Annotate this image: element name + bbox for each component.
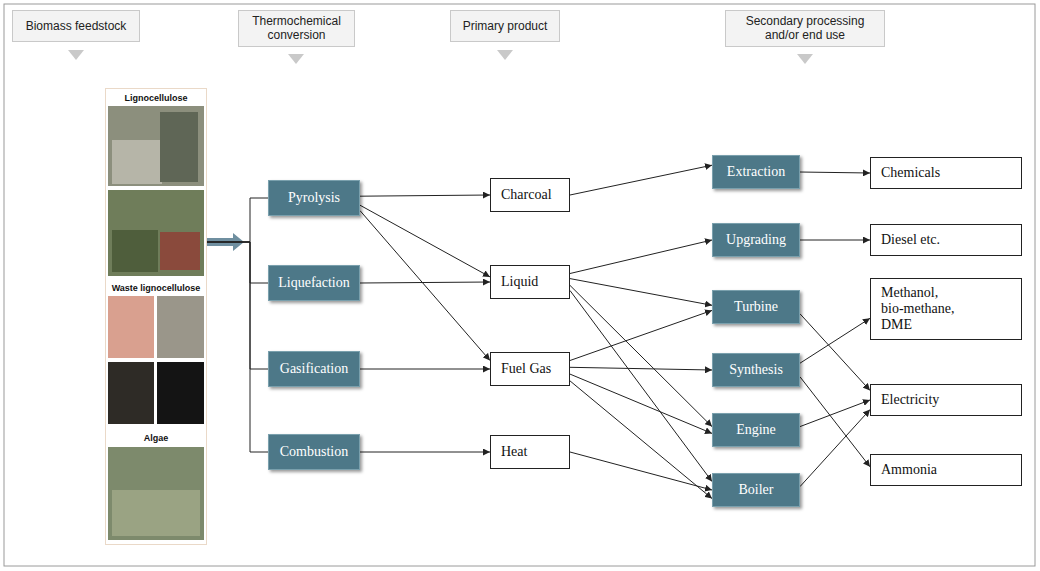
connector <box>360 195 490 196</box>
photo-detail <box>160 112 198 182</box>
process-box: Extraction <box>712 155 800 189</box>
photo-waste <box>108 362 154 424</box>
photo-algae <box>108 447 204 540</box>
node-label: Pyrolysis <box>288 190 340 206</box>
node-label: Combustion <box>280 444 348 460</box>
output-box: Methanol, bio-methane, DME <box>870 278 1022 340</box>
feedstock-panel: LignocelluloseWaste lignocelluloseAlgae <box>105 88 207 545</box>
connector <box>570 367 712 370</box>
process-box: Combustion <box>268 434 360 470</box>
node-label: Charcoal <box>501 187 552 203</box>
node-label: Gasification <box>280 361 348 377</box>
connector <box>360 282 490 283</box>
output-box: Electricity <box>870 384 1022 416</box>
output-box: Chemicals <box>870 157 1022 189</box>
node-label: Extraction <box>727 164 785 180</box>
node-label: Heat <box>501 444 527 460</box>
node-label: Engine <box>736 422 776 438</box>
node-label: Turbine <box>734 299 778 315</box>
connector <box>800 318 870 363</box>
connector <box>800 240 870 241</box>
process-box: Pyrolysis <box>268 180 360 216</box>
product-box: Liquid <box>490 265 570 299</box>
process-box: Gasification <box>268 351 360 387</box>
connector <box>207 242 268 452</box>
connector <box>800 314 870 391</box>
photo-waste <box>108 296 154 358</box>
connector <box>360 211 490 361</box>
process-box: Upgrading <box>712 223 800 257</box>
connector <box>207 198 268 242</box>
node-label: Secondary processing and/or end use <box>732 14 878 43</box>
header-box: Secondary processing and/or end use <box>725 10 885 47</box>
node-label: Primary product <box>463 19 548 33</box>
output-box: Ammonia <box>870 454 1022 486</box>
node-label: Liquefaction <box>278 275 350 291</box>
feedstock-label: Lignocellulose <box>108 93 204 104</box>
process-box: Turbine <box>712 290 800 324</box>
photo-waste <box>157 296 204 358</box>
node-label: Thermochemical conversion <box>245 14 348 43</box>
photo-lignocellulose <box>108 106 204 186</box>
header-chevron <box>288 54 304 64</box>
connector <box>570 240 712 274</box>
header-chevron <box>797 54 813 64</box>
node-label: Electricity <box>881 392 939 408</box>
connector <box>800 410 870 487</box>
connector <box>570 285 712 426</box>
product-box: Charcoal <box>490 178 570 212</box>
product-box: Heat <box>490 435 570 469</box>
connector <box>360 205 490 277</box>
process-box: Synthesis <box>712 353 800 387</box>
photo-detail <box>112 230 158 272</box>
feedstock-label: Waste lignocellulose <box>108 283 204 294</box>
node-label: Ammonia <box>881 462 937 478</box>
connector <box>800 172 870 173</box>
process-box: Engine <box>712 413 800 447</box>
connector <box>360 369 490 370</box>
node-label: Upgrading <box>726 232 786 248</box>
header-chevron <box>497 50 513 60</box>
node-label: Liquid <box>501 274 538 290</box>
product-box: Fuel Gas <box>490 352 570 386</box>
photo-waste <box>157 362 204 424</box>
connector <box>570 291 712 482</box>
node-label: Synthesis <box>729 362 783 378</box>
photo-detail <box>112 490 200 536</box>
header-box: Thermochemical conversion <box>238 10 355 47</box>
header-chevron <box>68 50 84 60</box>
connector <box>360 452 490 453</box>
process-box: Boiler <box>712 473 800 507</box>
node-label: Methanol, bio-methane, DME <box>881 285 961 333</box>
connector <box>207 242 268 283</box>
connector <box>570 374 712 433</box>
connector <box>207 242 268 369</box>
node-label: Boiler <box>739 482 774 498</box>
outer-frame <box>4 4 1035 566</box>
process-box: Liquefaction <box>268 265 360 301</box>
header-box: Primary product <box>450 10 560 42</box>
photo-lignocellulose <box>108 190 204 276</box>
node-label: Biomass feedstock <box>26 19 127 33</box>
connector <box>570 452 712 490</box>
photo-detail <box>160 232 200 270</box>
connector <box>570 381 712 499</box>
connector <box>800 400 870 427</box>
photo-detail <box>112 140 162 184</box>
connector <box>570 165 712 195</box>
connector <box>570 279 712 306</box>
feedstock-label: Algae <box>108 433 204 444</box>
node-label: Fuel Gas <box>501 361 551 377</box>
header-box: Biomass feedstock <box>12 10 140 42</box>
node-label: Chemicals <box>881 165 940 181</box>
output-box: Diesel etc. <box>870 224 1022 256</box>
connector <box>570 310 712 360</box>
node-label: Diesel etc. <box>881 232 940 248</box>
